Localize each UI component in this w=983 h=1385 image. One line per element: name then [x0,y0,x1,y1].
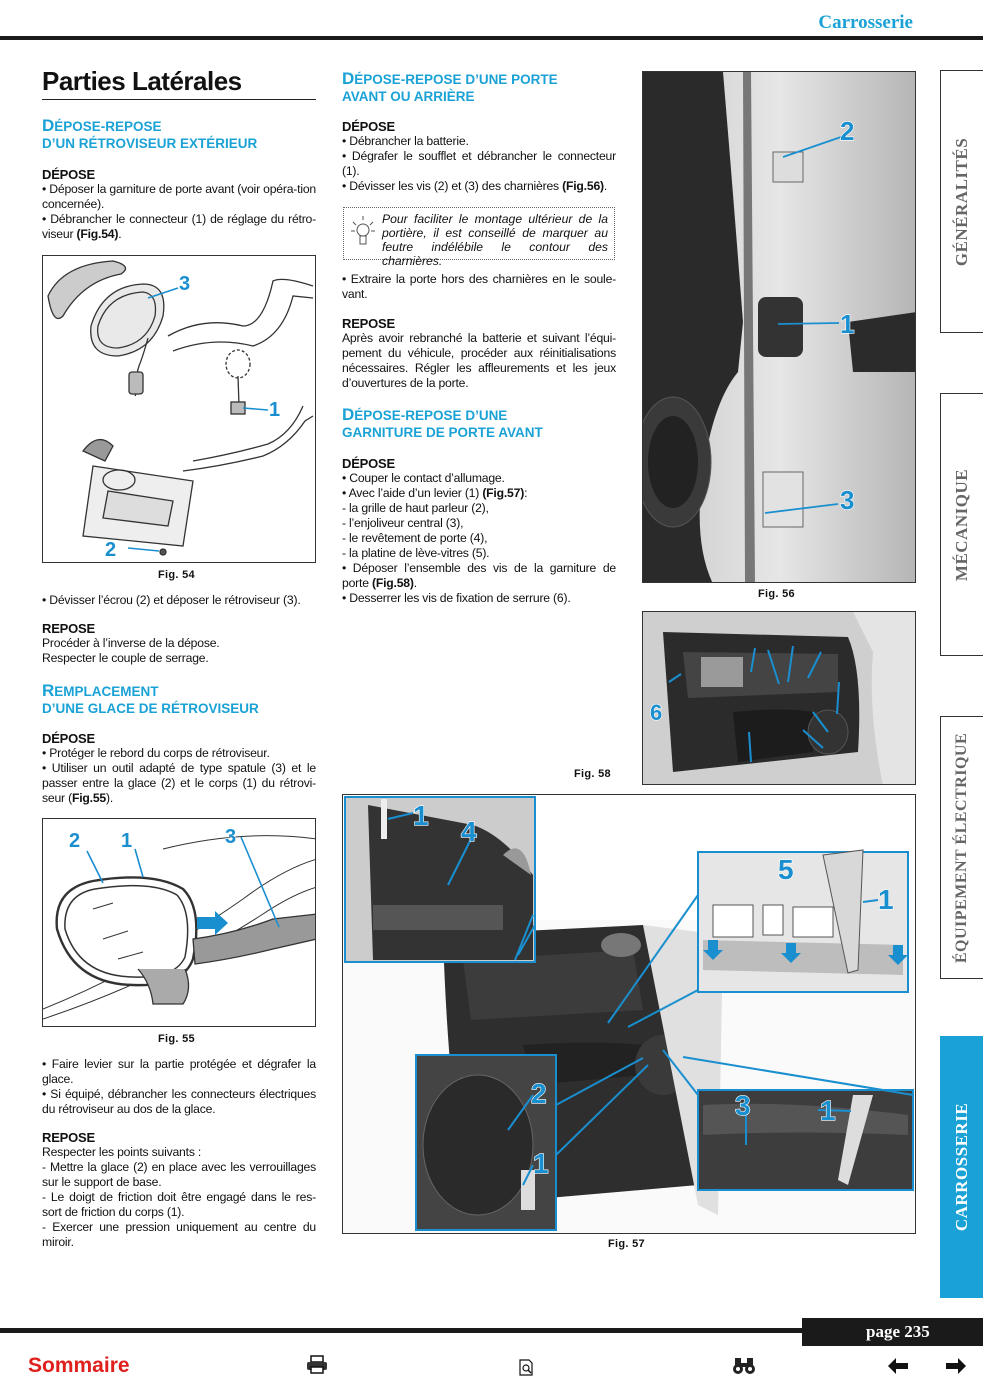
subheading-depose: DÉPOSE [342,456,395,471]
paragraph-block: • Protéger le rebord du corps de rétrovi… [42,746,316,805]
tab-equipement-electrique[interactable]: ÉQUIPEMENT ÉLECTRIQUE [940,716,983,979]
section-heading-mirror-glass: REMPLACEMENT D’UNE GLACE DE RÉTROVISEUR [42,681,259,716]
bottom-rule [0,1328,983,1333]
callout-label: 2 [69,830,80,852]
figure-55-mirror-glass: 2 1 3 [42,818,316,1027]
paragraph-block: Procéder à l’inverse de la dépose. Respe… [42,636,220,665]
subheading-repose: REPOSE [342,316,395,331]
paragraph-block: • Débrancher la batterie. • Dégrafer le … [342,134,616,193]
subheading-depose: DÉPOSE [42,731,95,746]
binoculars-search-icon[interactable] [732,1356,756,1376]
callout-label: 1 [840,309,854,339]
callout-label: 3 [179,273,190,295]
tab-generalites[interactable]: GÉNÉRALITÉS [940,70,983,333]
sommaire-link[interactable]: Sommaire [28,1354,130,1377]
figure-56-door-hinges: 2 1 3 [642,71,916,583]
figure-58-door-screws: 6 [642,611,916,785]
header-section-title: Carrosserie [818,12,913,33]
callout-label: 6 [650,700,662,725]
tip-note: Pour faciliter le montage ultérieur de l… [343,207,615,268]
section-heading-door-removal: DÉPOSE-REPOSE D’UNE PORTE AVANT OU ARRIÈ… [342,69,558,104]
callout-label: 1 [269,399,280,421]
arrow-left-icon[interactable] [888,1358,908,1374]
zoom-page-icon[interactable] [518,1359,536,1377]
section-heading-door-trim: DÉPOSE-REPOSE D’UNE GARNITURE DE PORTE A… [342,405,543,440]
figure-caption: Fig. 55 [158,1033,195,1045]
page-number: page 235 [802,1318,983,1346]
paragraph-block: Respecter les points suivants : - Mettre… [42,1145,316,1249]
callout-label: 3 [225,826,236,848]
paragraph: • Dévisser l’écrou (2) et déposer le rét… [42,593,301,607]
callout-label: 4 [461,816,477,847]
callout-label: 2 [531,1078,547,1109]
page-title: Parties Latérales [42,66,316,100]
subheading-depose: DÉPOSE [42,167,95,182]
callout-label: 3 [840,485,854,515]
subheading-repose: REPOSE [42,1130,95,1145]
arrow-right-icon[interactable] [946,1358,966,1374]
print-icon[interactable] [306,1355,328,1375]
paragraph-block: • Déposer la garniture de porte avant (v… [42,182,316,241]
tab-carrosserie[interactable]: CARROSSERIE [940,1036,983,1298]
callout-label: 1 [820,1095,836,1126]
paragraph: Après avoir rebranché la batterie et sui… [342,331,616,390]
figure-caption: Fig. 56 [758,588,795,600]
paragraph-block: • Couper le contact d’allumage. • Avec l… [342,471,616,605]
callout-label: 5 [778,854,794,885]
callout-label: 2 [840,116,854,146]
callout-label: 2 [105,539,116,561]
subheading-depose: DÉPOSE [342,119,395,134]
figure-caption: Fig. 58 [574,768,611,780]
callout-label: 1 [878,884,894,915]
tip-text: Pour faciliter le montage ultérieur de l… [382,212,608,268]
paragraph: • Extraire la porte hors des charnières … [342,272,616,301]
top-rule [0,36,983,40]
callout-label: 1 [533,1148,549,1179]
paragraph-block: • Faire levier sur la partie protégée et… [42,1057,316,1116]
subheading-repose: REPOSE [42,621,95,636]
figure-caption: Fig. 57 [608,1238,645,1250]
figure-caption: Fig. 54 [158,569,195,581]
section-heading-mirror-removal: DÉPOSE-REPOSE D’UN RÉTROVISEUR EXTÉRIEUR [42,116,258,151]
figure-54-mirror: 3 1 2 [42,255,316,563]
callout-label: 3 [735,1090,751,1121]
callout-label: 1 [121,830,132,852]
lightbulb-icon [351,216,375,245]
callout-label: 1 [413,800,429,831]
tab-mecanique[interactable]: MÉCANIQUE [940,393,983,656]
figure-57-door-trim: 1 4 5 1 2 1 3 1 [342,794,916,1234]
